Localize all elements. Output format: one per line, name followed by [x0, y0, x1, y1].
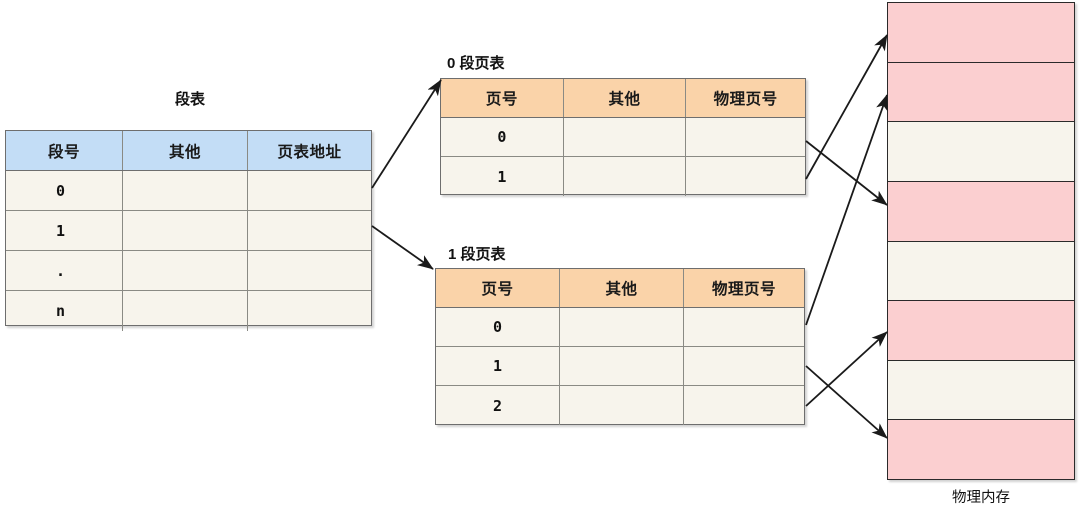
- segment-table-cell-segid: 1: [6, 211, 123, 250]
- arrow-pt0-row0-to-frame3: [805, 140, 888, 206]
- page-table-1-cell-frameid: [684, 308, 804, 346]
- segment-table-header-segid: 段号: [6, 131, 123, 170]
- segment-table-cell-addr: [248, 291, 371, 331]
- table-row[interactable]: 1: [441, 157, 805, 196]
- page-table-1-cell-pageid: 0: [436, 308, 560, 346]
- arrow-pt1-row2-to-frame5: [805, 331, 888, 407]
- memory-frame-4: [888, 241, 1074, 302]
- page-table-0-cell-pageid: 1: [441, 157, 564, 196]
- page-table-0-cell-frameid: [686, 157, 805, 196]
- segment-table-cell-addr: [248, 251, 371, 290]
- segment-table: 段号 其他 页表地址 0 1 . n: [5, 130, 372, 331]
- table-row[interactable]: 0: [441, 118, 805, 157]
- table-row[interactable]: 2: [436, 386, 804, 425]
- segment-table-header-other: 其他: [123, 131, 248, 170]
- page-table-1-header-other: 其他: [560, 269, 684, 307]
- page-table-1-cell-other: [560, 308, 684, 346]
- table-row[interactable]: 0: [436, 308, 804, 347]
- page-table-1-cell-other: [560, 386, 684, 425]
- memory-frame-0: [888, 3, 1074, 63]
- memory-frame-1: [888, 62, 1074, 123]
- memory-frame-2: [888, 122, 1074, 182]
- segment-table-cell-segid: 0: [6, 171, 123, 210]
- segment-table-title: 段表: [174, 91, 205, 108]
- segment-table-header-pagetable-addr: 页表地址: [248, 131, 371, 170]
- segment-table-cell-addr: [248, 171, 371, 210]
- page-table-0-cell-other: [564, 118, 687, 156]
- memory-frame-5: [888, 301, 1074, 361]
- page-table-0-cell-other: [564, 157, 687, 196]
- page-table-1-cell-pageid: 1: [436, 347, 560, 385]
- memory-frame-3: [888, 181, 1074, 242]
- page-table-1-header-frameid: 物理页号: [684, 269, 804, 307]
- page-table-1-cell-other: [560, 347, 684, 385]
- page-table-0-cell-frameid: [686, 118, 805, 156]
- segment-table-cell-other: [123, 291, 248, 331]
- segment-table-cell-addr: [248, 211, 371, 250]
- segment-table-cell-segid: n: [6, 291, 123, 331]
- arrow-segment0-to-pagetable0: [371, 79, 442, 189]
- table-row[interactable]: 1: [6, 211, 371, 251]
- page-table-0-header-row: 页号 其他 物理页号: [441, 79, 805, 118]
- physical-memory-column: [887, 2, 1075, 480]
- table-row[interactable]: .: [6, 251, 371, 291]
- page-table-1-header-pageid: 页号: [436, 269, 560, 307]
- segment-table-cell-other: [123, 251, 248, 290]
- page-table-0: 页号 其他 物理页号 0 1: [440, 78, 806, 196]
- physical-memory-label: 物理内存: [952, 490, 1010, 506]
- arrow-pt0-row1-to-frame0: [805, 34, 888, 180]
- table-row[interactable]: 0: [6, 171, 371, 211]
- page-table-1: 页号 其他 物理页号 0 1 2: [435, 268, 805, 425]
- page-table-1-title: 1 段页表: [448, 246, 506, 263]
- segment-table-cell-segid: .: [6, 251, 123, 290]
- arrow-pt1-row0-to-frame1: [805, 94, 888, 326]
- memory-frame-6: [888, 360, 1074, 421]
- segment-table-cell-other: [123, 171, 248, 210]
- arrow-segment1-to-pagetable1: [371, 225, 434, 270]
- memory-frame-7: [888, 420, 1074, 479]
- table-row[interactable]: 1: [436, 347, 804, 386]
- page-table-1-cell-pageid: 2: [436, 386, 560, 425]
- table-row[interactable]: n: [6, 291, 371, 331]
- page-table-1-header-row: 页号 其他 物理页号: [436, 269, 804, 308]
- segment-table-header-row: 段号 其他 页表地址: [6, 131, 371, 171]
- page-table-0-header-other: 其他: [563, 79, 687, 117]
- page-table-0-header-pageid: 页号: [441, 79, 564, 117]
- page-table-1-cell-frameid: [684, 386, 804, 425]
- page-table-1-cell-frameid: [684, 347, 804, 385]
- arrow-pt1-row1-to-frame7: [805, 365, 888, 439]
- page-table-0-header-frameid: 物理页号: [686, 79, 805, 117]
- segment-table-cell-other: [123, 211, 248, 250]
- page-table-0-cell-pageid: 0: [441, 118, 564, 156]
- page-table-0-title: 0 段页表: [447, 55, 505, 72]
